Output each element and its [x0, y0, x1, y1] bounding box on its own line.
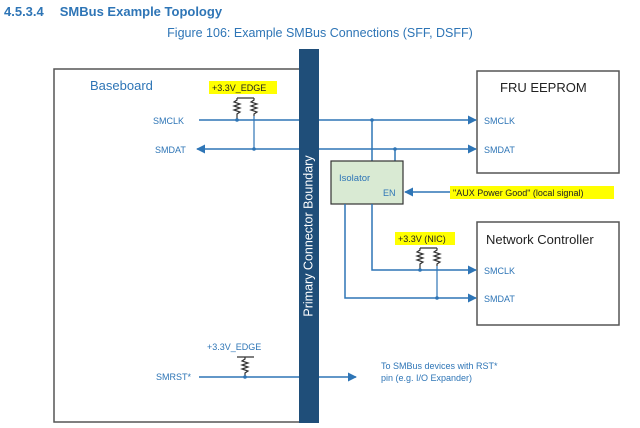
rst-target-line1: To SMBus devices with RST* — [381, 361, 498, 371]
nic-smclk-label: SMCLK — [484, 266, 515, 276]
nic-pullup-resistor-dat — [433, 247, 441, 267]
primary-connector-boundary — [299, 49, 319, 423]
baseboard-smrst-label: SMRST* — [156, 372, 192, 382]
nic-pullup-label: +3.3V (NIC) — [398, 234, 446, 244]
highlight-top-pullup — [209, 81, 277, 94]
fru-eeprom-title: FRU EEPROM — [500, 80, 587, 95]
baseboard-smclk-label: SMCLK — [153, 116, 184, 126]
section-number: 4.5.3.4 — [4, 4, 44, 19]
fru-eeprom-box — [476, 70, 620, 174]
nic-pullup-resistor-clk — [416, 247, 424, 267]
boundary-label: Primary Connector Boundary — [301, 155, 315, 317]
fru-smclk-label: SMCLK — [484, 116, 515, 126]
baseboard-smdat-label: SMDAT — [155, 145, 186, 155]
baseboard-title: Baseboard — [90, 78, 153, 93]
rst-target-line2: pin (e.g. I/O Expander) — [381, 373, 472, 383]
nic-smdat-wire — [344, 204, 477, 303]
section-heading: 4.5.3.4 SMBus Example Topology — [4, 4, 222, 19]
baseboard-box — [53, 68, 304, 423]
isolator-title: Isolator — [339, 173, 370, 184]
highlight-nic-pullup — [395, 232, 455, 245]
isolator-box — [330, 160, 404, 205]
figure-caption: Figure 106: Example SMBus Connections (S… — [167, 26, 473, 40]
nic-smclk-wire — [371, 204, 477, 275]
network-controller-box — [476, 221, 620, 326]
nic-smdat-label: SMDAT — [484, 294, 515, 304]
section-title: SMBus Example Topology — [59, 4, 223, 19]
pullup-label-top: +3.3V_EDGE — [212, 83, 266, 93]
isolator-en-label: EN — [383, 188, 396, 198]
aux-power-good-label: "AUX Power Good" (local signal) — [453, 188, 583, 198]
fru-smdat-label: SMDAT — [484, 145, 515, 155]
highlight-aux — [450, 186, 614, 199]
network-controller-title: Network Controller — [486, 232, 594, 247]
pullup-label-bottom: +3.3V_EDGE — [207, 342, 261, 352]
